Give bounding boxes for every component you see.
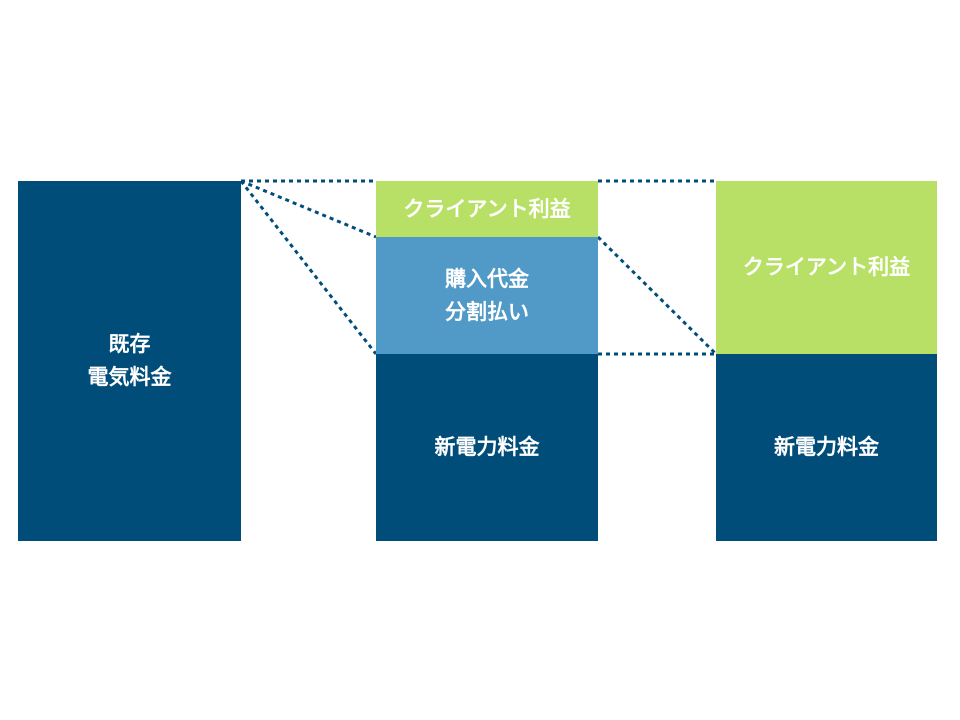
connector-existing-top-to-newfee-top (239, 180, 378, 355)
right-client-profit-block: クライアント利益 (716, 181, 937, 354)
existing-label-line2: 電気料金 (87, 365, 172, 389)
right-new-fee-label: 新電力料金 (774, 435, 879, 460)
existing-label-line1: 既存 (108, 332, 151, 357)
right-new-electricity-fee-block: 新電力料金 (716, 354, 937, 541)
purchase-label-line1: 購入代金 (445, 266, 529, 291)
middle-new-electricity-fee-block: 新電力料金 (376, 354, 598, 541)
middle-purchase-installment-block: 購入代金 分割払い (376, 237, 598, 354)
connector-existing-top-to-purchase-top (240, 179, 377, 239)
middle-client-profit-block: クライアント利益 (376, 181, 598, 237)
connector-purchase-top-to-right-newfee-top (596, 235, 718, 356)
existing-electricity-fee-block: 既存 電気料金 (18, 181, 241, 541)
right-profit-label: クライアント利益 (742, 255, 911, 280)
middle-profit-label: クライアント利益 (403, 196, 571, 221)
purchase-label-line2: 分割払い (445, 299, 529, 324)
middle-new-fee-label: 新電力料金 (434, 435, 540, 460)
